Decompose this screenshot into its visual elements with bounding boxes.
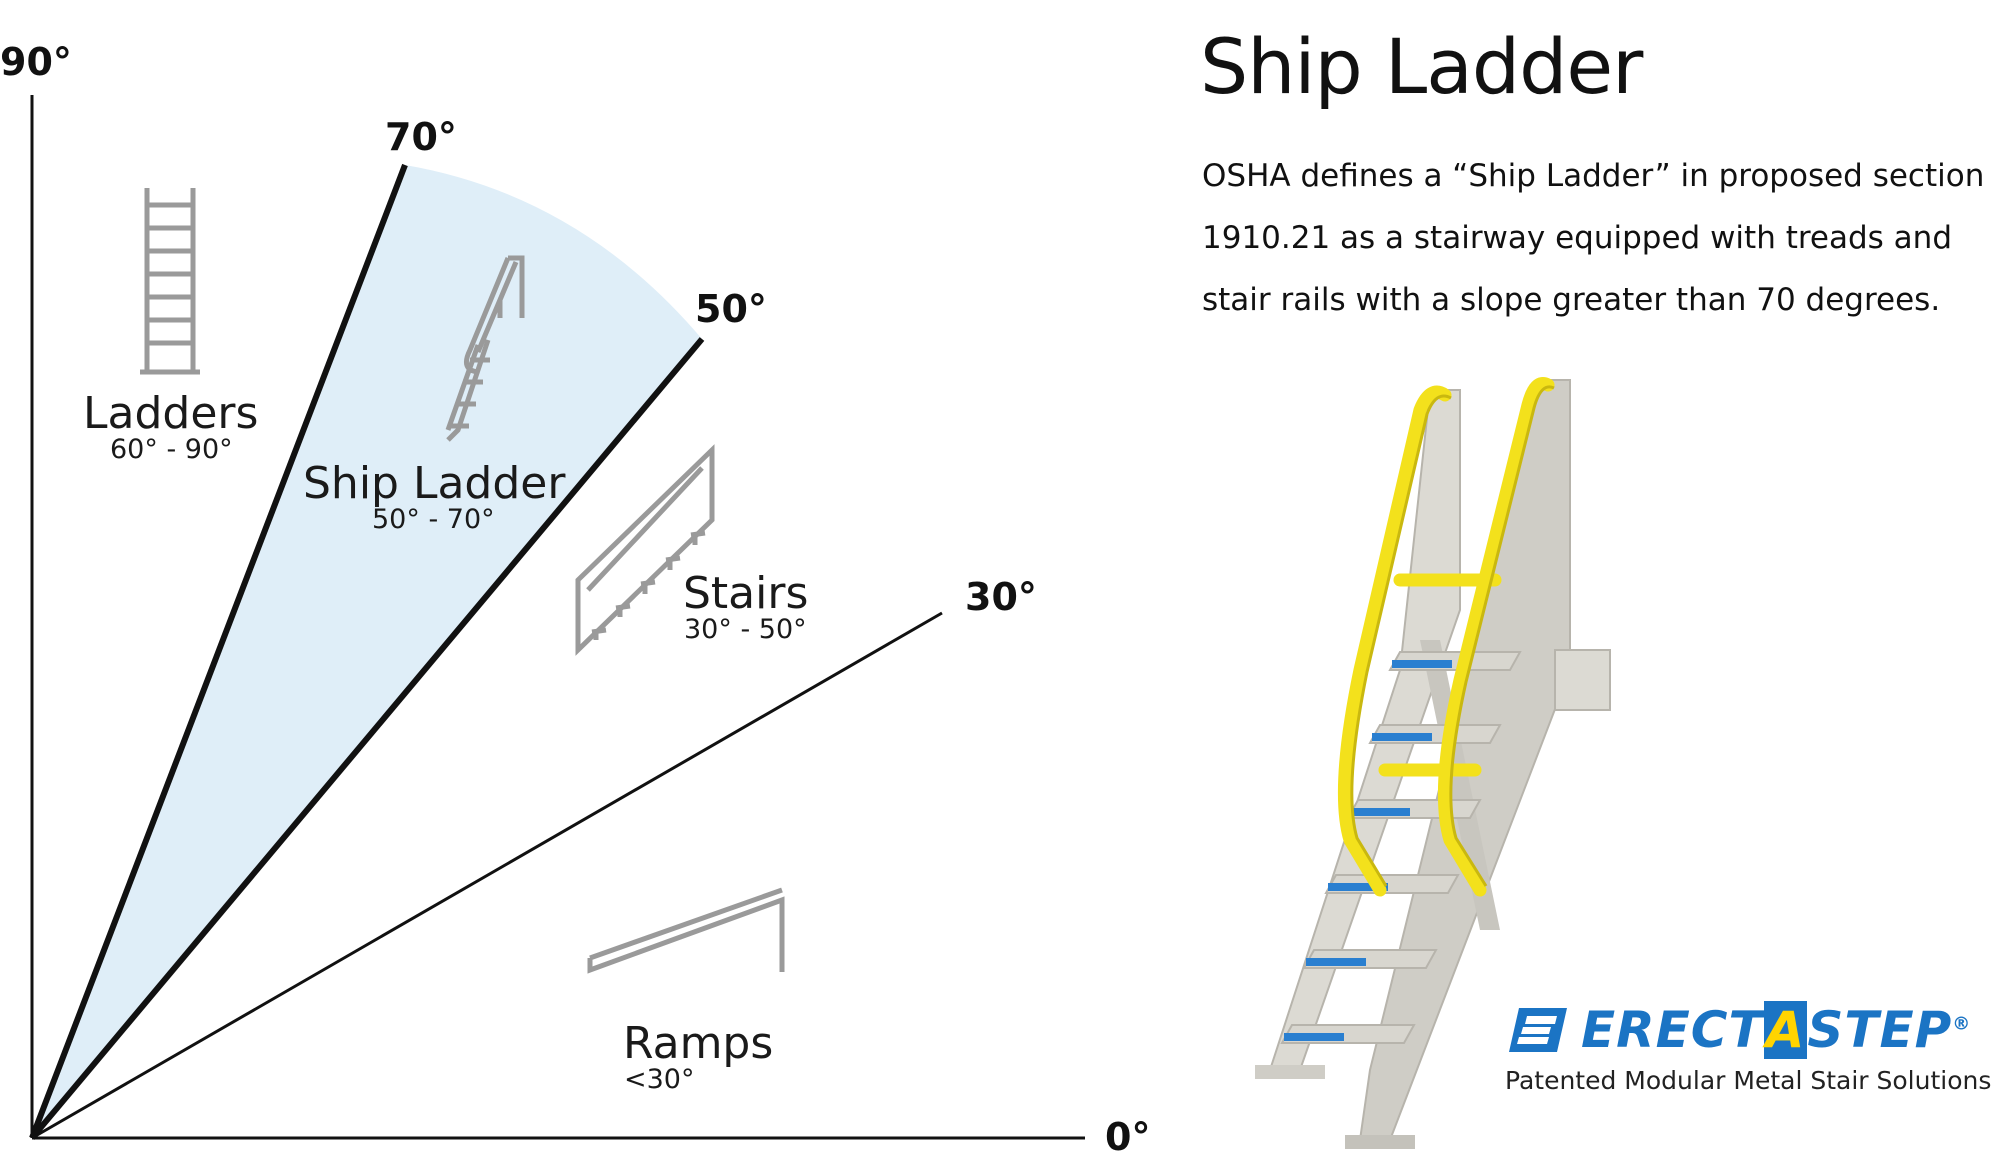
ladder-pictogram-icon	[140, 188, 200, 375]
label-70-deg: 70°	[385, 115, 457, 159]
label-0-deg: 0°	[1105, 1115, 1150, 1158]
line-50-deg	[29, 337, 705, 1140]
ship-ladder-pictogram-icon	[445, 255, 525, 442]
label-90-deg: 90°	[0, 40, 72, 84]
range-ramps: <30°	[624, 1064, 694, 1095]
angle-diagram: 90° 70° 50° 30° 0°	[0, 40, 1150, 1158]
brand-tagline: Patented Modular Metal Stair Solutions	[1505, 1066, 1992, 1095]
category-ramps: Ramps	[623, 1018, 773, 1069]
brand-logo: ERECTASTEP®	[1505, 1000, 2005, 1060]
range-ship-ladder: 50° - 70°	[372, 504, 495, 535]
brand-name: ERECTASTEP®	[1581, 1001, 1972, 1059]
ramp-pictogram-icon	[587, 887, 785, 974]
label-30-deg: 30°	[965, 575, 1037, 619]
ship-ladder-product-image	[1255, 377, 1611, 1149]
category-ship-ladder: Ship Ladder	[303, 458, 566, 509]
brand-block: ERECTASTEP® Patented Modular Metal Stair…	[1505, 1000, 2005, 1095]
stairs-pictogram-icon	[575, 444, 715, 656]
category-stairs: Stairs	[683, 568, 808, 619]
osha-description: OSHA defines a “Ship Ladder” in proposed…	[1202, 158, 1985, 318]
range-stairs: 30° - 50°	[684, 614, 807, 645]
line-70-deg	[29, 163, 408, 1140]
page-title: Ship Ladder	[1200, 22, 1643, 111]
range-ladders: 60° - 90°	[110, 434, 233, 465]
label-50-deg: 50°	[695, 287, 767, 331]
line-30-deg	[31, 611, 943, 1140]
erectastep-logo-icon	[1509, 1008, 1567, 1052]
category-ladders: Ladders	[83, 388, 258, 439]
ship-ladder-zone	[32, 165, 702, 1138]
